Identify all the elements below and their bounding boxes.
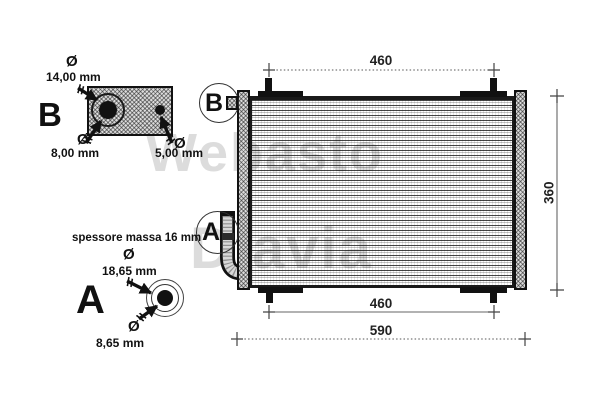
callout-a-letter: A — [202, 218, 221, 246]
detail-b-letter: B — [38, 96, 62, 133]
condenser-core — [250, 96, 514, 288]
hole-8mm — [99, 101, 117, 119]
callout-b-circle: B — [199, 83, 239, 123]
bracket-top-right-bar — [460, 91, 507, 97]
right-header-tank — [514, 90, 527, 290]
bracket-bottom-left-bar — [258, 287, 303, 293]
bracket-bottom-right-bar — [460, 287, 507, 293]
diameter-symbol-14mm: Ø — [66, 53, 78, 70]
grommet-inner-ring — [151, 284, 179, 312]
dim-label-8mm: 8,00 mm — [51, 146, 100, 160]
diameter-symbol-865mm: Ø — [128, 318, 140, 335]
callout-a-circle: A — [196, 211, 239, 254]
dim-label-1865mm: 18,65 mm — [102, 264, 157, 278]
bracket-bottom-left-peg — [266, 292, 273, 303]
hole-865mm — [157, 290, 173, 306]
bracket-top-left-peg — [265, 78, 272, 92]
hole-5mm — [155, 105, 165, 115]
dim-label-360: 360 — [541, 181, 557, 205]
left-header-tank — [237, 90, 250, 290]
bracket-bottom-right-peg — [490, 292, 497, 303]
dim-label-top-460: 460 — [369, 53, 393, 68]
dim-label-bottom-460: 460 — [369, 296, 393, 311]
callout-b-letter: B — [205, 88, 224, 117]
callout-b-connector — [226, 96, 238, 110]
diameter-symbol-8mm: Ø — [77, 131, 89, 148]
bracket-top-left-bar — [258, 91, 303, 97]
bracket-top-right-peg — [490, 78, 497, 92]
thickness-note: spessore massa 16 mm — [72, 232, 202, 244]
detail-a-letter: A — [76, 278, 105, 322]
diameter-symbol-1865mm: Ø — [123, 246, 135, 263]
dim-label-5mm: 5,00 mm — [155, 146, 204, 160]
dim-label-590: 590 — [369, 323, 393, 338]
dim-label-14mm: 14,00 mm — [46, 70, 101, 84]
dim-label-865mm: 8,65 mm — [96, 336, 145, 350]
diameter-symbol-5mm: Ø — [174, 135, 186, 152]
